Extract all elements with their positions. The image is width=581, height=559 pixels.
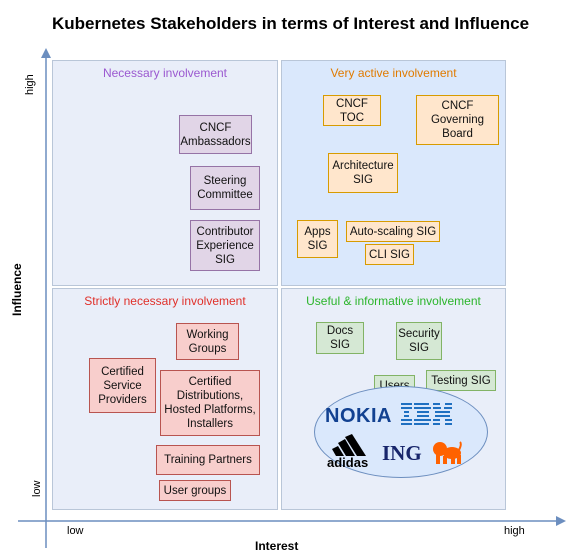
node-cncf-toc: CNCF TOC bbox=[323, 95, 381, 126]
quadrant-label-very-active: Very active involvement bbox=[330, 66, 457, 80]
quadrant-label-useful-informative: Useful & informative involvement bbox=[306, 294, 481, 308]
nokia-logo: NOKIA bbox=[325, 405, 392, 427]
x-axis-title: Interest bbox=[255, 539, 299, 553]
quadrant-label-strictly-necessary: Strictly necessary involvement bbox=[84, 294, 246, 308]
adidas-logo: adidas bbox=[327, 434, 377, 470]
y-axis-low-label: low bbox=[31, 480, 43, 497]
node-cncf-ambassadors: CNCF Ambassadors bbox=[179, 115, 252, 154]
x-axis-low-label: low bbox=[67, 525, 84, 537]
ing-logo: ING bbox=[382, 441, 422, 465]
node-cncf-governing-board: CNCF Governing Board bbox=[416, 95, 499, 145]
ibm-logo bbox=[401, 402, 453, 426]
node-testing-sig: Testing SIG bbox=[426, 370, 496, 391]
quadrant-label-necessary: Necessary involvement bbox=[102, 66, 228, 80]
node-certified-distributions: Certified Distributions, Hosted Platform… bbox=[160, 370, 260, 436]
node-cli-sig: CLI SIG bbox=[365, 244, 414, 265]
ing-lion-icon bbox=[430, 440, 462, 466]
node-apps-sig: Apps SIG bbox=[297, 220, 338, 258]
diagram-title: Kubernetes Stakeholders in terms of Inte… bbox=[51, 14, 530, 33]
node-steering-committee: Steering Committee bbox=[190, 166, 260, 210]
node-working-groups: Working Groups bbox=[176, 323, 239, 360]
y-axis-title: Influence bbox=[10, 263, 24, 316]
node-user-groups: User groups bbox=[159, 480, 231, 501]
y-axis-high-label: high bbox=[24, 74, 36, 95]
node-docs-sig: Docs SIG bbox=[316, 322, 364, 354]
node-training-partners: Training Partners bbox=[156, 445, 260, 475]
node-contributor-experience-sig: Contributor Experience SIG bbox=[190, 220, 260, 271]
node-architecture-sig: Architecture SIG bbox=[328, 153, 398, 193]
adidas-wordmark: adidas bbox=[327, 455, 369, 470]
node-auto-scaling-sig: Auto-scaling SIG bbox=[346, 221, 440, 242]
node-security-sig: Security SIG bbox=[396, 322, 442, 360]
x-axis-high-label: high bbox=[504, 525, 525, 537]
node-certified-service-providers: Certified Service Providers bbox=[89, 358, 156, 413]
